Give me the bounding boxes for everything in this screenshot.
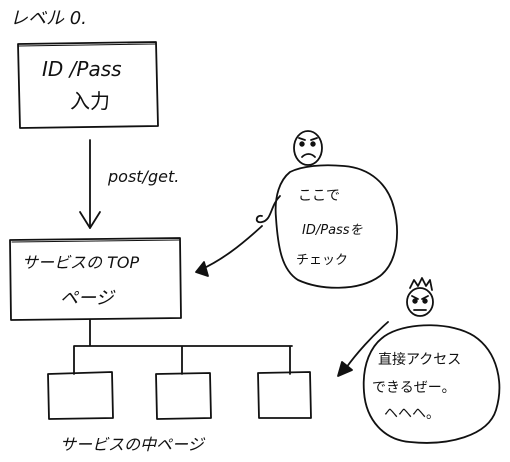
login-box bbox=[17, 41, 159, 129]
sub-page-box bbox=[47, 371, 114, 420]
top-page-line2: ページ bbox=[60, 288, 116, 309]
speech-bubble-check bbox=[274, 164, 398, 289]
bubble-check-line3: チェック bbox=[296, 253, 348, 268]
worried-face-icon bbox=[293, 130, 323, 166]
bubble-check-line2: ID/Passを bbox=[302, 223, 363, 238]
top-page-line1: サービスの TOP bbox=[22, 253, 139, 272]
request-label: post/get. bbox=[107, 167, 179, 186]
sub-page-box bbox=[257, 371, 312, 419]
login-box-line1: ID /Pass bbox=[42, 57, 122, 81]
top-page-box bbox=[9, 237, 182, 321]
bubble-direct-line2: できるぜー。 bbox=[372, 380, 456, 396]
bubble-check-line1: ここで bbox=[298, 188, 340, 204]
sub-pages-label: サービスの中ページ bbox=[60, 435, 206, 454]
diagram-title: レベル 0. bbox=[10, 8, 87, 29]
bubble-direct-line1: 直接アクセス bbox=[378, 351, 461, 368]
sub-page-box bbox=[155, 372, 212, 420]
devil-face-icon bbox=[406, 277, 434, 317]
login-box-line2: 入力 bbox=[70, 89, 110, 113]
tree-connector bbox=[73, 319, 293, 375]
attack-arrow bbox=[345, 321, 389, 369]
speech-bubble-direct bbox=[362, 324, 501, 444]
check-arrow bbox=[199, 225, 263, 271]
bubble-direct-line3: ヘヘヘ。 bbox=[384, 406, 440, 422]
